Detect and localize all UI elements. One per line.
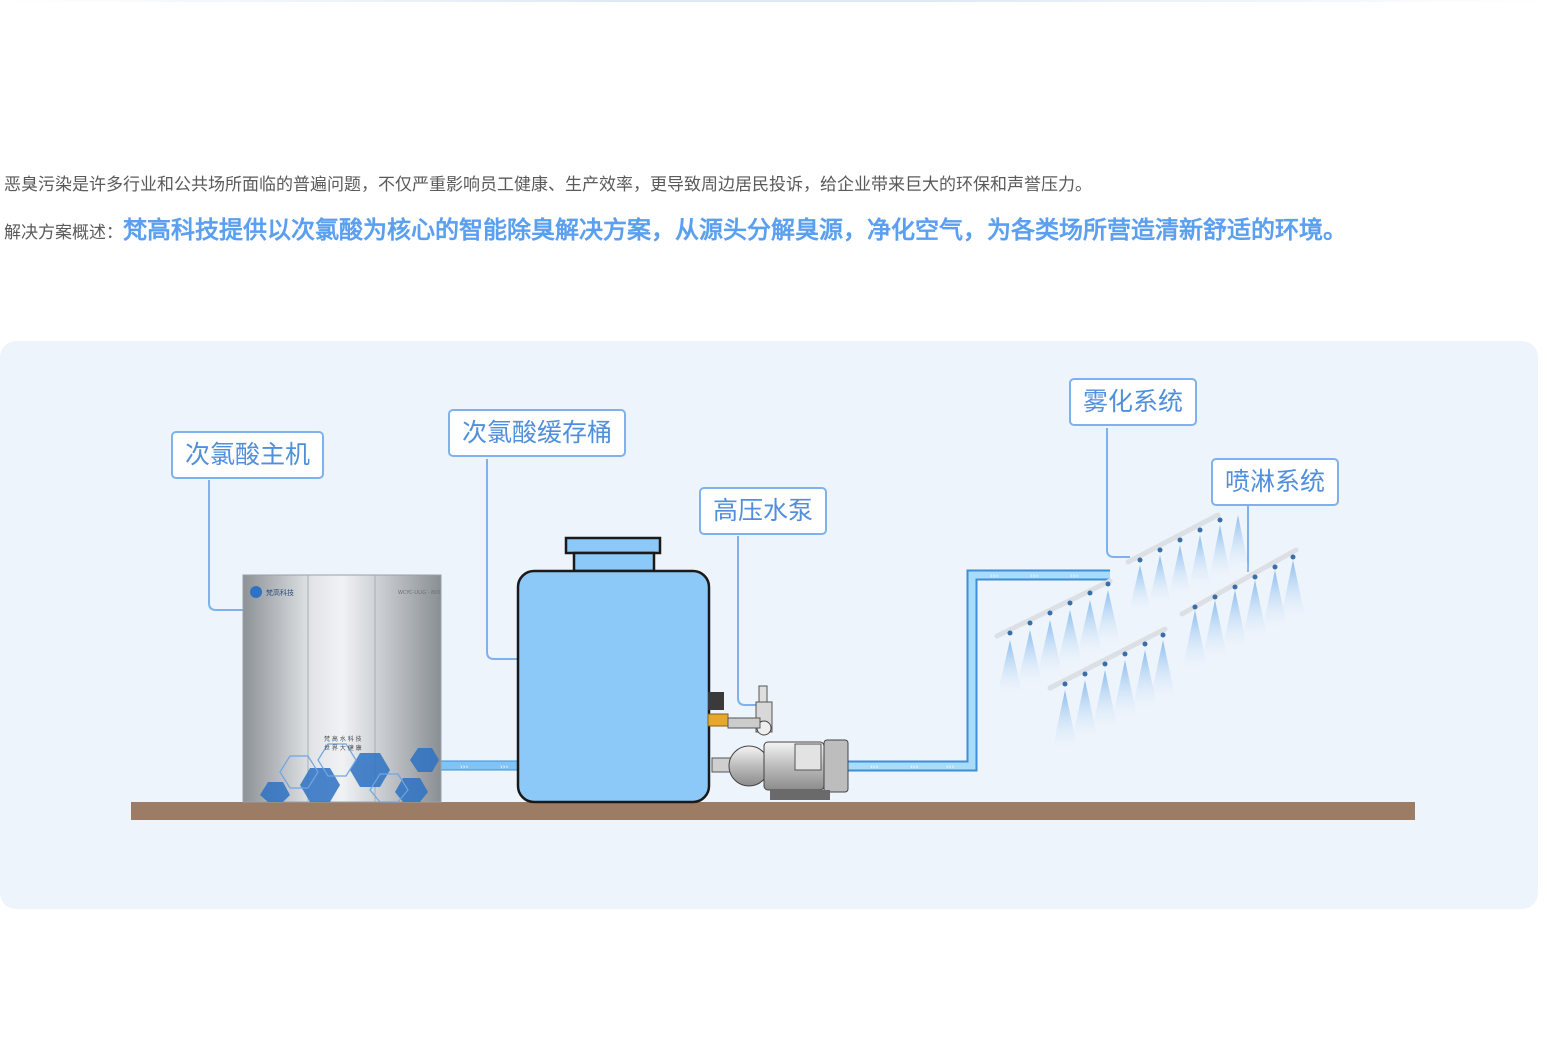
svg-text:›››: ››› [870, 763, 879, 771]
machine-panel-line1: 梵 高 水 科 技 [324, 735, 362, 743]
svg-text:›››: ››› [1070, 572, 1079, 580]
summary-label: 解决方案概述： [4, 223, 123, 243]
brand-logo-text: 梵高科技 [266, 588, 294, 597]
svg-text:›››: ››› [946, 763, 955, 771]
label-spray-system: 喷淋系统 [1211, 458, 1340, 506]
high-pressure-pump [711, 685, 849, 800]
svg-text:›››: ››› [460, 763, 469, 771]
summary-line: 解决方案概述：梵高科技提供以次氯酸为核心的智能除臭解决方案，从源头分解臭源，净化… [4, 210, 1347, 245]
label-atomize-system: 雾化系统 [1069, 378, 1198, 426]
label-host-machine: 次氯酸主机 [171, 431, 325, 479]
intro-text: 恶臭污染是许多行业和公共场所面临的普遍问题，不仅严重影响员工健康、生产效率，更导… [4, 175, 1092, 195]
svg-text:›››: ››› [1030, 572, 1039, 580]
host-machine: 梵高科技 WCYC-ULIG · 800 梵 高 水 科 技 世 界 大 健 康 [242, 574, 442, 803]
summary-highlight: 梵高科技提供以次氯酸为核心的智能除臭解决方案，从源头分解臭源，净化空气，为各类场… [123, 216, 1347, 244]
svg-text:›››: ››› [500, 763, 509, 771]
top-divider [0, 0, 1547, 2]
label-buffer-tank: 次氯酸缓存桶 [448, 409, 627, 457]
ground-slab [131, 802, 1415, 820]
machine-panel-line2: 世 界 大 健 康 [324, 744, 362, 752]
brand-logo [250, 586, 262, 598]
svg-text:›››: ››› [910, 763, 919, 771]
label-connectors [208, 428, 1249, 706]
spray-arrays [994, 512, 1308, 760]
svg-text:›››: ››› [990, 572, 999, 580]
buffer-tank [516, 536, 729, 804]
svg-text:WCYC-ULIG · 800: WCYC-ULIG · 800 [398, 590, 441, 596]
label-high-pressure-pump: 高压水泵 [699, 487, 828, 535]
water-pipes: ››› ››› ››› ››› ››› ››› ››› ››› [439, 569, 1110, 772]
